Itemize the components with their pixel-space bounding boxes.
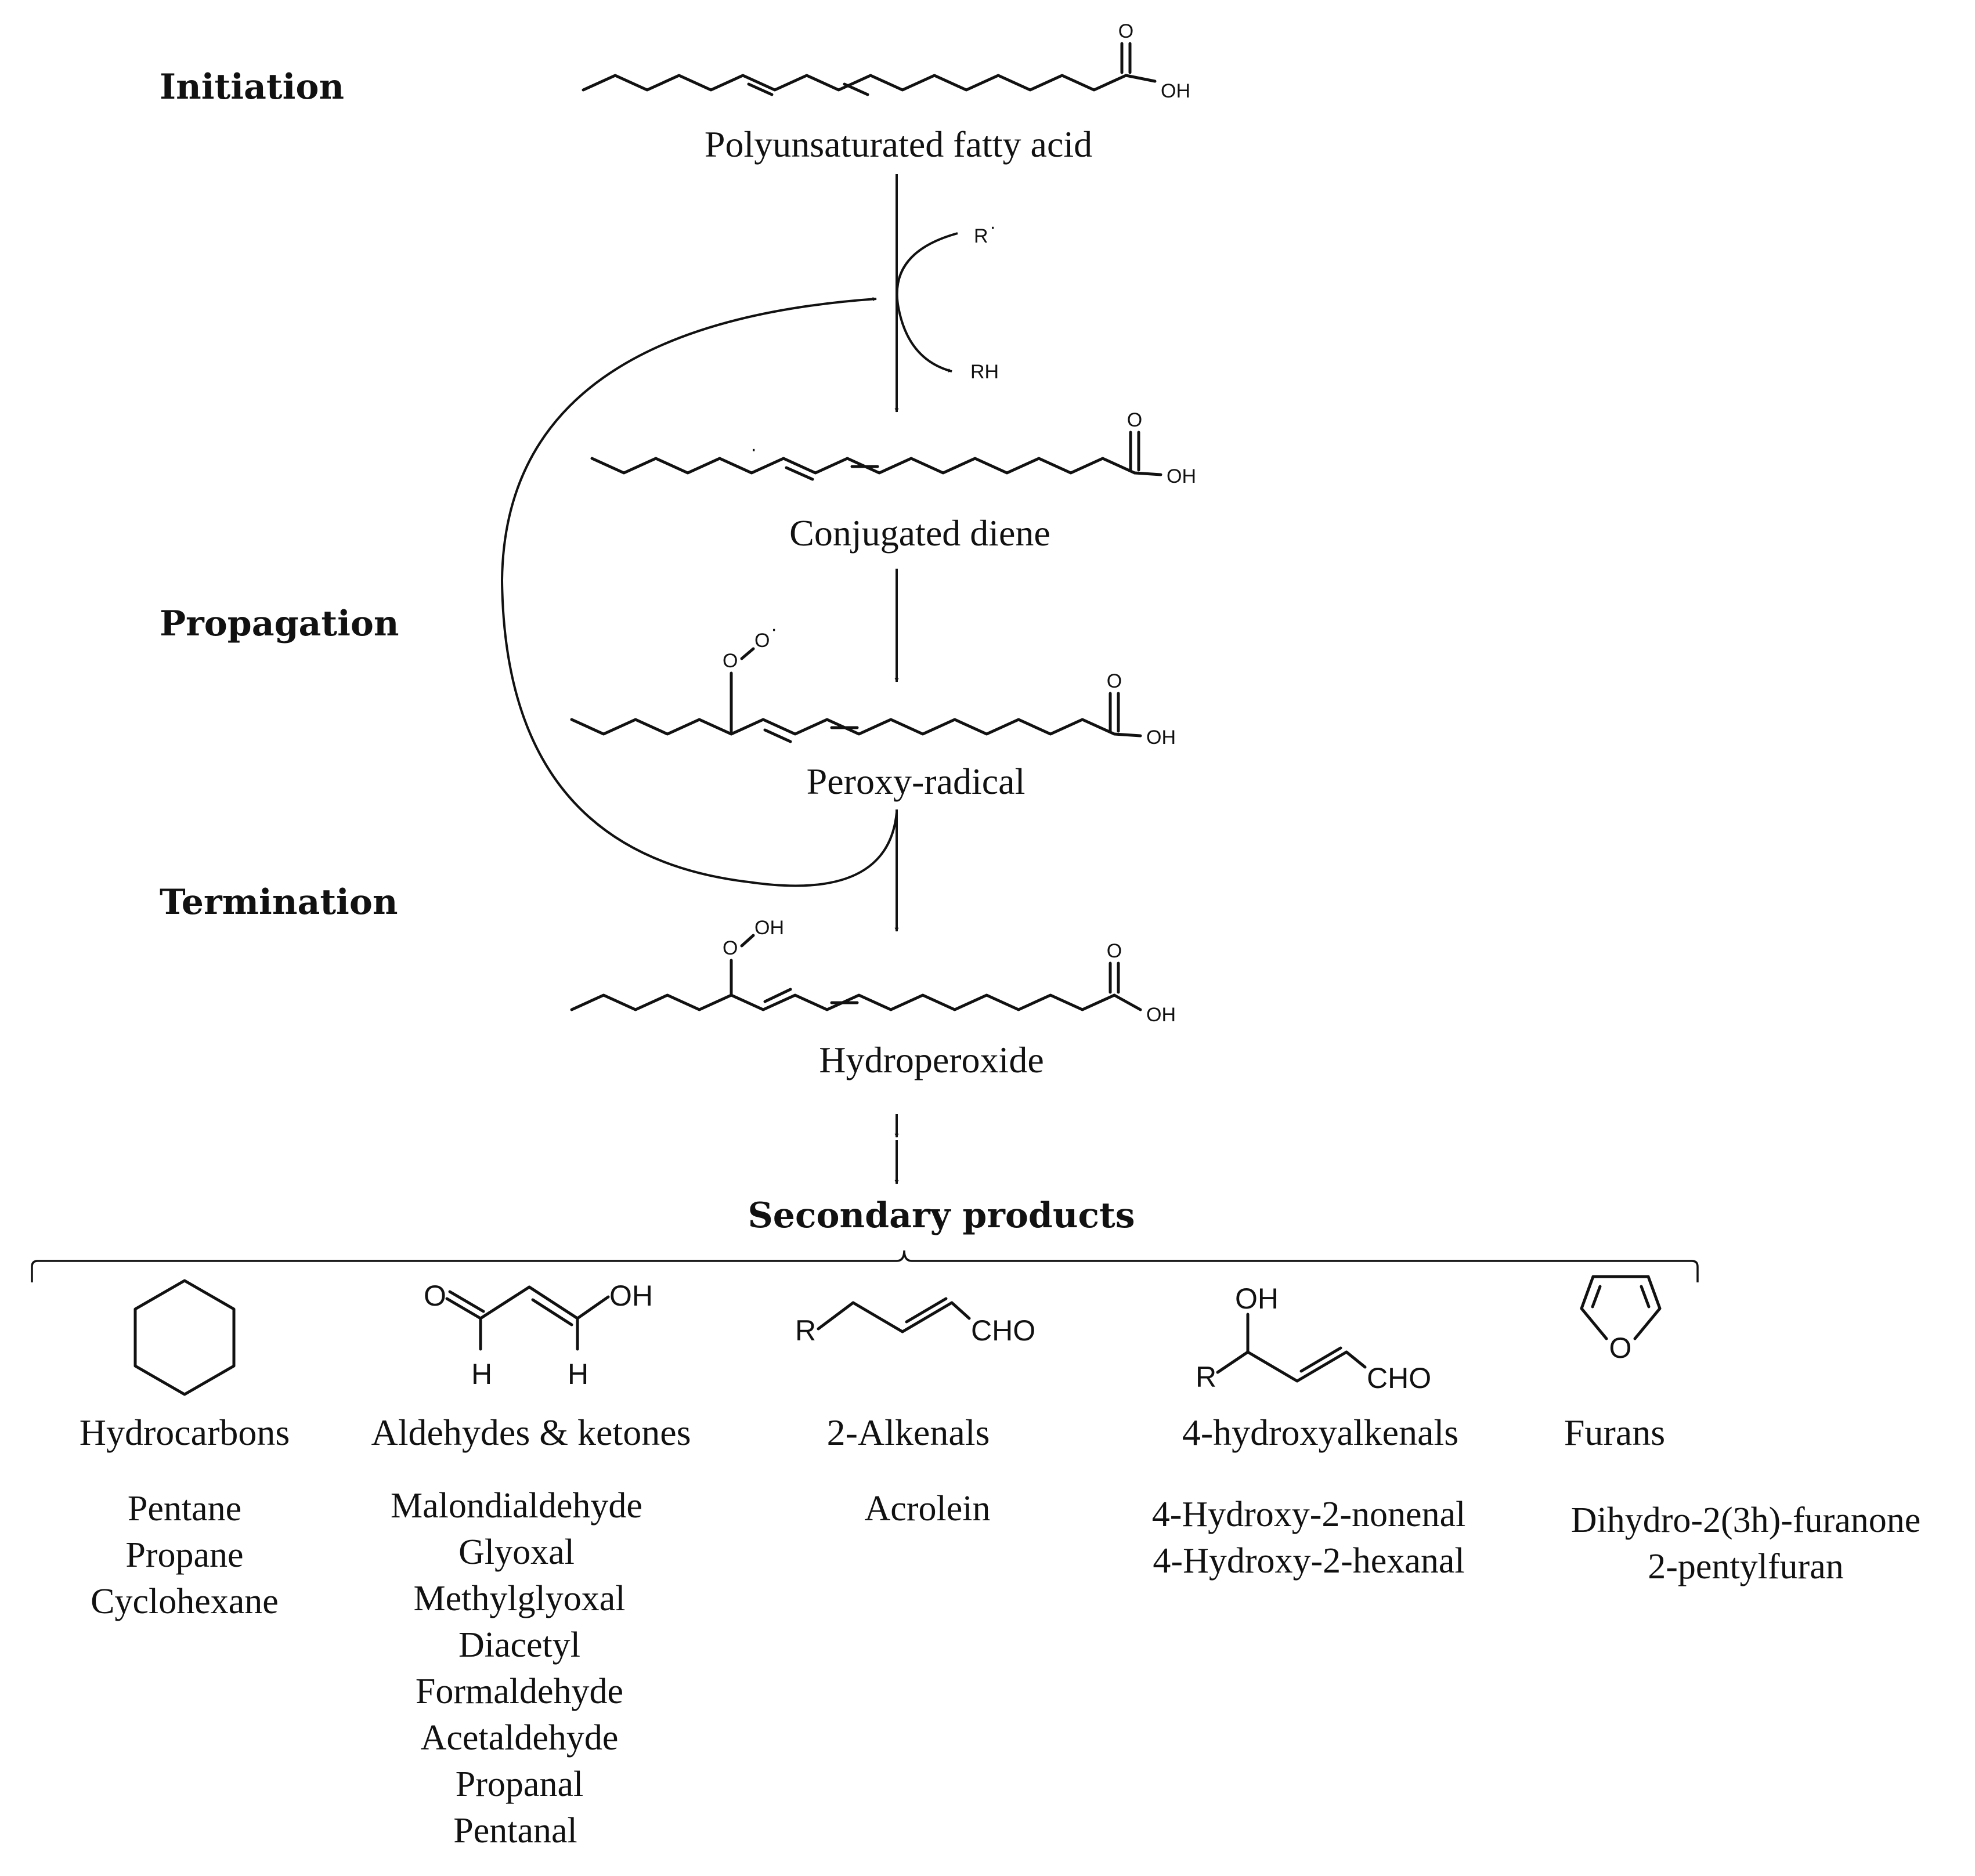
peroxy-acid-oxygen: O	[1107, 670, 1122, 692]
class-2-alkenals: 2-Alkenals	[827, 1412, 990, 1453]
peroxy-oxygen-1: O	[723, 650, 738, 672]
list-item: Malondialdehyde	[391, 1486, 642, 1526]
malondialdehyde-structure: O OH H H	[424, 1279, 653, 1390]
class-4-hydroxyalkenals: 4-hydroxyalkenals	[1182, 1412, 1458, 1453]
arrow-hydrogen-abstraction	[896, 232, 958, 373]
list-item: Dihydro-2(3h)-furanone	[1571, 1501, 1921, 1540]
list-item: Propanal	[456, 1765, 583, 1804]
list-item: Cyclohexane	[91, 1582, 279, 1621]
stage-initiation: Initiation	[160, 67, 344, 107]
label-hydroperoxide: Hydroperoxide	[819, 1039, 1044, 1080]
hydroperoxide-structure: O OH O OH	[570, 917, 1176, 1026]
hydroperoxide-hydroxyl: OH	[1146, 1004, 1176, 1026]
diene-structure: O OH ·	[590, 409, 1196, 487]
pufa-structure: O OH	[582, 20, 1190, 102]
list-item: 4-Hydroxy-2-nonenal	[1152, 1495, 1466, 1534]
class-furans: Furans	[1564, 1412, 1665, 1453]
alkenal-structure: R CHO	[795, 1297, 1035, 1347]
list-item: Pentane	[128, 1489, 241, 1528]
peroxy-oxygen-2: O	[754, 630, 770, 652]
alkenal-r-group: R	[795, 1314, 816, 1347]
list-item: 4-Hydroxy-2-hexanal	[1153, 1541, 1464, 1581]
list-item: Acrolein	[865, 1489, 991, 1528]
list-item: Pentanal	[453, 1811, 577, 1850]
pufa-hydroxyl: OH	[1161, 80, 1190, 102]
hydroperoxide-oh: OH	[754, 917, 784, 939]
hydroxyalkenal-cho: CHO	[1367, 1362, 1431, 1394]
list-item: Glyoxal	[458, 1532, 575, 1572]
propagation-loop-arrow	[500, 297, 898, 887]
hydroperoxide-oxygen: O	[723, 937, 738, 959]
stage-termination: Termination	[160, 882, 398, 923]
label-diene: Conjugated diene	[789, 512, 1050, 554]
list-item: 2-pentylfuran	[1648, 1547, 1843, 1586]
stage-propagation: Propagation	[160, 603, 399, 644]
class-hydrocarbons: Hydrocarbons	[80, 1412, 290, 1453]
rh-product: RH	[970, 361, 999, 383]
list-item: Diacetyl	[458, 1625, 580, 1665]
list-item: Propane	[125, 1535, 243, 1575]
products-brace	[31, 1250, 1699, 1282]
list-item: Methylglyoxal	[413, 1579, 625, 1618]
list-item: Formaldehyde	[416, 1672, 623, 1711]
hydroxyalkenal-structure: OH R CHO	[1196, 1282, 1431, 1394]
alkenal-cho: CHO	[971, 1314, 1035, 1347]
label-peroxy: Peroxy-radical	[807, 761, 1026, 802]
aldehyde-hydrogen-2: H	[568, 1358, 588, 1390]
hydroxyalkenal-r-group: R	[1196, 1361, 1216, 1393]
diene-hydroxyl: OH	[1167, 465, 1196, 487]
aldehyde-oxygen: O	[424, 1279, 446, 1312]
furan-oxygen: O	[1609, 1332, 1632, 1364]
furan-structure: O	[1580, 1275, 1662, 1364]
aldehyde-hydrogen-1: H	[471, 1358, 492, 1390]
aldehyde-hydroxyl: OH	[609, 1279, 653, 1312]
diene-carbon-radical: ·	[750, 438, 757, 460]
peroxy-hydroxyl: OH	[1146, 726, 1176, 749]
radical-reagent: R	[974, 225, 988, 247]
label-pufa: Polyunsaturated fatty acid	[705, 124, 1092, 165]
cyclohexane-structure	[133, 1279, 236, 1396]
radical-dot: ·	[990, 216, 996, 238]
secondary-products-title: Secondary products	[748, 1195, 1135, 1236]
list-item: Acetaldehyde	[421, 1718, 619, 1758]
peroxy-radical-dot: ·	[771, 618, 777, 640]
pufa-oxygen: O	[1118, 20, 1133, 42]
class-aldehydes-ketones: Aldehydes & ketones	[371, 1412, 691, 1453]
hydroxyalkenal-oh: OH	[1235, 1282, 1279, 1315]
hydroperoxide-acid-oxygen: O	[1107, 940, 1122, 962]
peroxy-structure: O OH O O ·	[570, 618, 1176, 749]
diene-oxygen: O	[1127, 409, 1142, 431]
